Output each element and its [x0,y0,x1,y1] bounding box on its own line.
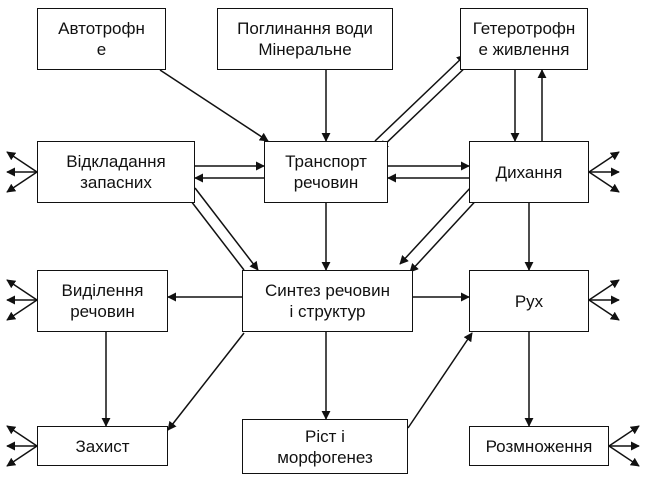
fan-movement-right-down [588,299,620,321]
node-transport: Транспорт речовин [264,141,388,203]
node-deposition-label: Відкладання запасних [66,152,166,192]
arrow-growth-to-movement [407,332,473,429]
node-protection: Захист [37,426,168,466]
node-autotrophic-label: Автотрофн е [58,19,145,59]
fan-deposition-left-up [6,151,38,173]
arrow-heterotrophic-to-transport [379,62,471,150]
fan-protection-left-down [6,445,38,467]
node-respiration: Дихання [469,141,589,203]
arrow-transport-to-heterotrophic [374,54,466,142]
node-water-absorption-label: Поглинання води Мінеральне [237,19,373,59]
node-autotrophic: Автотрофн е [37,8,166,70]
fan-protection-left-up [6,425,38,447]
node-growth-label: Ріст і морфогенез [277,426,373,467]
node-heterotrophic-label: Гетеротрофн е живлення [472,19,576,59]
node-transport-label: Транспорт речовин [285,152,367,192]
node-protection-label: Захист [75,436,130,456]
arrow-deposition-to-synthesis [194,187,259,271]
node-growth: Ріст і морфогенез [242,419,408,474]
node-water-absorption: Поглинання води Мінеральне [217,8,393,70]
fan-reproduction-right-down [608,445,640,467]
node-movement: Рух [469,270,589,332]
node-synthesis-label: Синтез речовин і структур [265,281,390,321]
fan-respiration-right-up [588,151,620,173]
node-synthesis: Синтез речовин і структур [242,270,413,332]
node-movement-label: Рух [514,291,544,311]
node-excretion-label: Виділення речовин [61,281,144,321]
fan-excretion-left-down [6,299,38,321]
node-excretion: Виділення речовин [37,270,168,332]
arrow-autotrophic-to-transport [159,69,269,142]
fan-respiration-right-down [588,171,620,193]
arrow-respiration-to-synthesis-b [409,193,483,273]
fan-deposition-left-down [6,171,38,193]
node-deposition: Відкладання запасних [37,141,195,203]
node-reproduction: Розмноження [469,426,609,466]
arrow-respiration-to-synthesis-a [399,185,473,265]
node-reproduction-label: Розмноження [485,436,593,456]
node-heterotrophic: Гетеротрофн е живлення [460,8,588,70]
fan-movement-right-up [588,279,620,301]
node-respiration-label: Дихання [495,162,563,182]
arrow-synthesis-to-protection [167,332,245,431]
fan-reproduction-right-up [608,425,640,447]
fan-excretion-left-up [6,279,38,301]
